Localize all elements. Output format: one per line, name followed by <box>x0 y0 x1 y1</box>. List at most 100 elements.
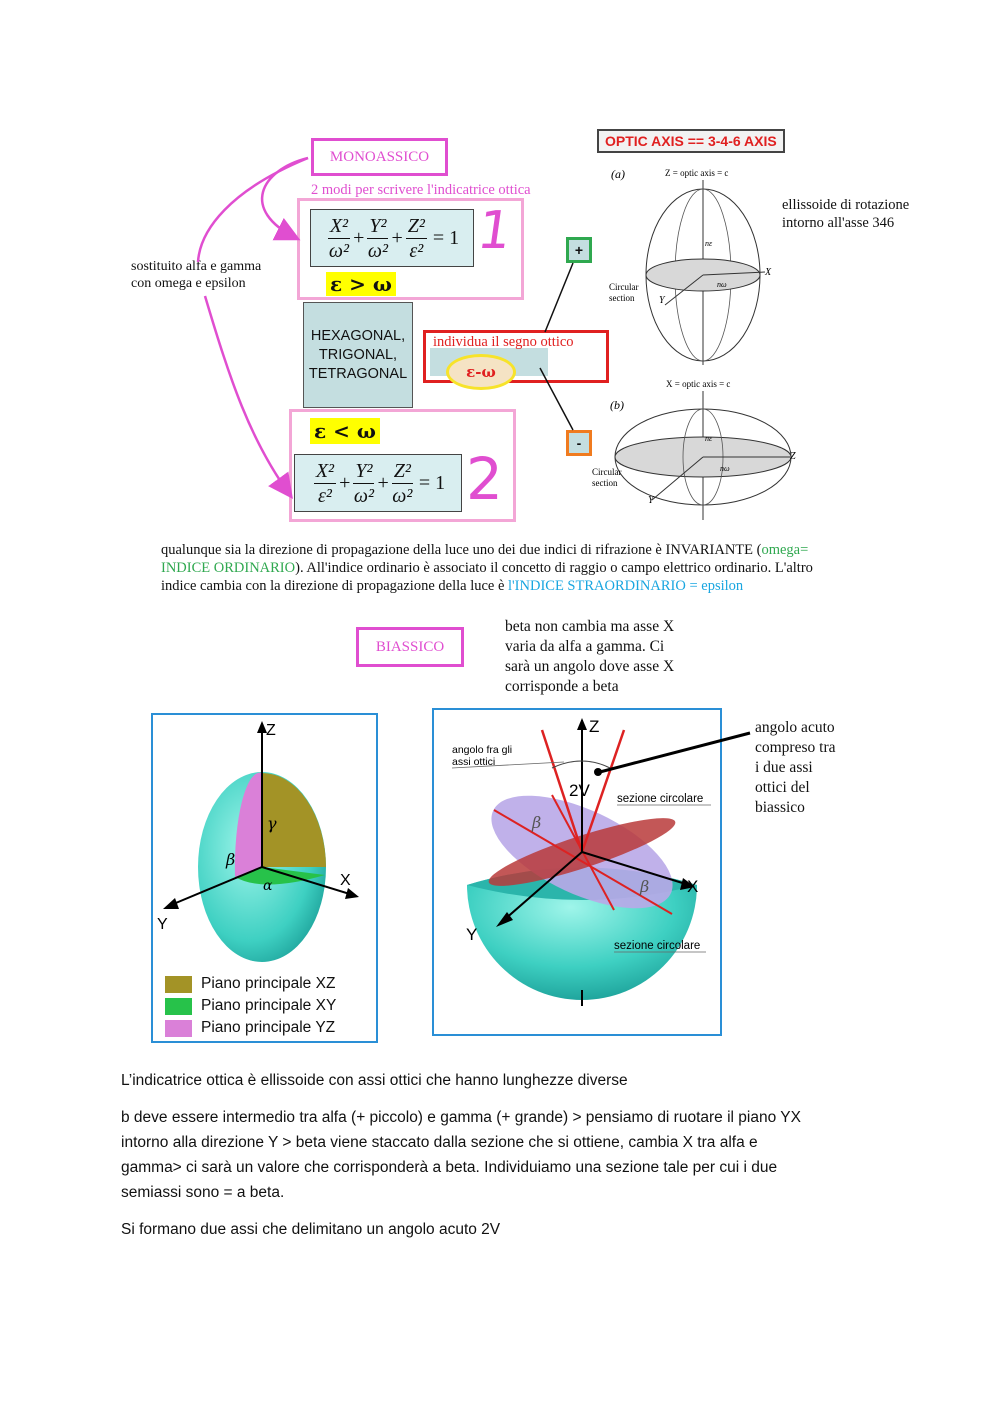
fig-a-nw: nω <box>717 280 727 289</box>
acute-note-line: biassico <box>755 799 805 816</box>
fig1-gamma: γ <box>267 814 277 833</box>
legend-item-yz: Piano principale YZ <box>165 1017 336 1039</box>
crystal-system: TRIGONAL, <box>318 346 398 363</box>
fig1-y: Y <box>157 916 168 933</box>
substitution-note-line: sostituito alfa e gamma <box>131 259 262 274</box>
biaxial-planes-figure: Z X Y γ β α Piano principale XZ Piano pr… <box>151 713 378 1043</box>
fig-b-z: Z <box>790 451 796 462</box>
fig-b-label: (b) <box>610 398 624 412</box>
fig2-beta-1: β <box>531 813 541 832</box>
biaxial-planes-svg: Z X Y γ β α <box>157 721 359 962</box>
paragraph-2-line: intorno alla direzione Y > beta viene st… <box>121 1134 758 1151</box>
condition-e-greater-w: ε > ω <box>326 272 396 296</box>
formula-term: ε² <box>318 484 332 507</box>
formula-term: X² <box>313 459 337 484</box>
arrow-to-formula-1 <box>261 156 309 241</box>
substitution-note: sostituito alfa e gamma con omega e epsi… <box>131 258 261 292</box>
biassico-note-line: varia da alfa a gamma. Ci <box>505 638 665 655</box>
formula-term: Y² <box>367 214 389 239</box>
formula-box-2 <box>289 409 516 522</box>
formula-term: Z² <box>405 214 427 239</box>
fig1-beta: β <box>225 850 235 869</box>
formula-box-1 <box>297 198 524 300</box>
crystal-system: HEXAGONAL, <box>310 327 406 344</box>
invariant-text: ). All'indice ordinario è associato il c… <box>295 560 813 576</box>
fig-b-axis: X = optic axis = c <box>666 379 730 389</box>
uniaxial-ellipsoid-b: (b) X = optic axis = c Z Y nε nω Circula… <box>592 379 796 520</box>
paragraph-2: b deve essere intermedio tra alfa (+ pic… <box>121 1105 801 1205</box>
monoassico-title: MONOASSICO <box>311 138 448 176</box>
optic-sign-expression: ε-ω <box>446 354 516 390</box>
acute-angle-note: angolo acuto compreso tra i due assi ott… <box>755 718 835 818</box>
formula-equals: = 1 <box>418 471 446 494</box>
paragraph-3: Si formano due assi che delimitano un an… <box>121 1221 501 1238</box>
negative-sign-box: - <box>566 430 592 456</box>
fig1-z: Z <box>266 722 276 739</box>
acute-note-line: i due assi <box>755 759 813 776</box>
connector-plus <box>544 262 574 333</box>
biassico-note-line: beta non cambia ma asse X <box>505 618 675 635</box>
crystal-system: TETRAGONAL <box>308 365 408 382</box>
paragraph-2-line: gamma> ci sarà un valore che corrisponde… <box>121 1159 778 1176</box>
fig-b-ne: nε <box>705 434 713 443</box>
optic-sign-box <box>423 330 609 383</box>
formula-term: ω² <box>367 239 388 262</box>
invariant-text: qualunque sia la direzione di propagazio… <box>161 542 762 558</box>
monoassico-subtitle: 2 modi per scrivere l'indicatrice ottica <box>311 182 531 198</box>
condition-e-less-w: ε < ω <box>310 418 380 444</box>
acute-angle-pointer <box>594 731 751 776</box>
legend-swatch <box>165 997 192 1015</box>
legend-label: Piano principale YZ <box>201 1019 336 1036</box>
connector-minus <box>539 367 574 431</box>
formula-term: Z² <box>391 459 413 484</box>
optic-sign-label: individua il segno ottico <box>433 334 574 350</box>
fig-a-y: Y <box>659 295 666 306</box>
legend-label: Piano principale XY <box>201 997 337 1014</box>
paragraph-2-line: b deve essere intermedio tra alfa (+ pic… <box>121 1109 801 1126</box>
acute-note-line: compreso tra <box>755 739 836 756</box>
acute-note-line: ottici del <box>755 779 810 796</box>
fig2-x: X <box>687 877 698 896</box>
paragraph-2-line: semiassi sono = a beta. <box>121 1184 285 1201</box>
ellipsoid-note: ellissoide di rotazione intorno all'asse… <box>782 196 909 232</box>
ellipsoid-note-line: ellissoide di rotazione <box>782 197 910 213</box>
formula-term: X² <box>327 214 351 239</box>
fig-a-label: (a) <box>611 167 625 181</box>
legend-swatch <box>165 1019 192 1037</box>
fig2-beta-2: β <box>639 877 649 896</box>
invariant-text: indice cambia con la direzione di propag… <box>161 578 509 594</box>
legend-swatch <box>165 975 192 993</box>
fig-a-x: X <box>764 267 772 278</box>
optic-axis-title: OPTIC AXIS == 3-4-6 AXIS <box>597 129 785 153</box>
planes-legend: Piano principale XZ Piano principale XY … <box>165 973 336 1039</box>
crystal-systems-box: HEXAGONAL, TRIGONAL, TETRAGONAL <box>303 302 413 408</box>
positive-sign-box: + <box>566 237 592 263</box>
biassico-note-line: corrisponde a beta <box>505 678 619 695</box>
plane-xz <box>262 773 326 867</box>
acute-note-line: angolo acuto <box>755 719 835 736</box>
ellipsoid-note-line: intorno all'asse 346 <box>782 215 895 231</box>
plane-yz <box>234 772 262 877</box>
fig1-x: X <box>340 872 351 889</box>
fig2-y: Y <box>466 925 477 944</box>
biassico-note: beta non cambia ma asse X varia da alfa … <box>505 617 674 697</box>
fig-b-nw: nω <box>720 464 730 473</box>
handwritten-two: 2 <box>466 445 503 513</box>
legend-item-xz: Piano principale XZ <box>165 973 336 995</box>
fig2-2v: 2V <box>569 781 590 800</box>
fig2-section-2: sezione circolare <box>614 940 700 952</box>
legend-label: Piano principale XZ <box>201 975 336 992</box>
fig1-alpha: α <box>263 878 273 894</box>
invariant-paragraph: qualunque sia la direzione di propagazio… <box>161 541 951 595</box>
fig-a-axis: Z = optic axis = c <box>665 168 728 178</box>
formula-term: ω² <box>353 484 374 507</box>
invariant-green: INDICE ORDINARIO <box>161 560 296 576</box>
fig2-z: Z <box>589 717 599 736</box>
invariant-cyan: l'INDICE STRAORDINARIO = epsilon <box>508 578 744 594</box>
